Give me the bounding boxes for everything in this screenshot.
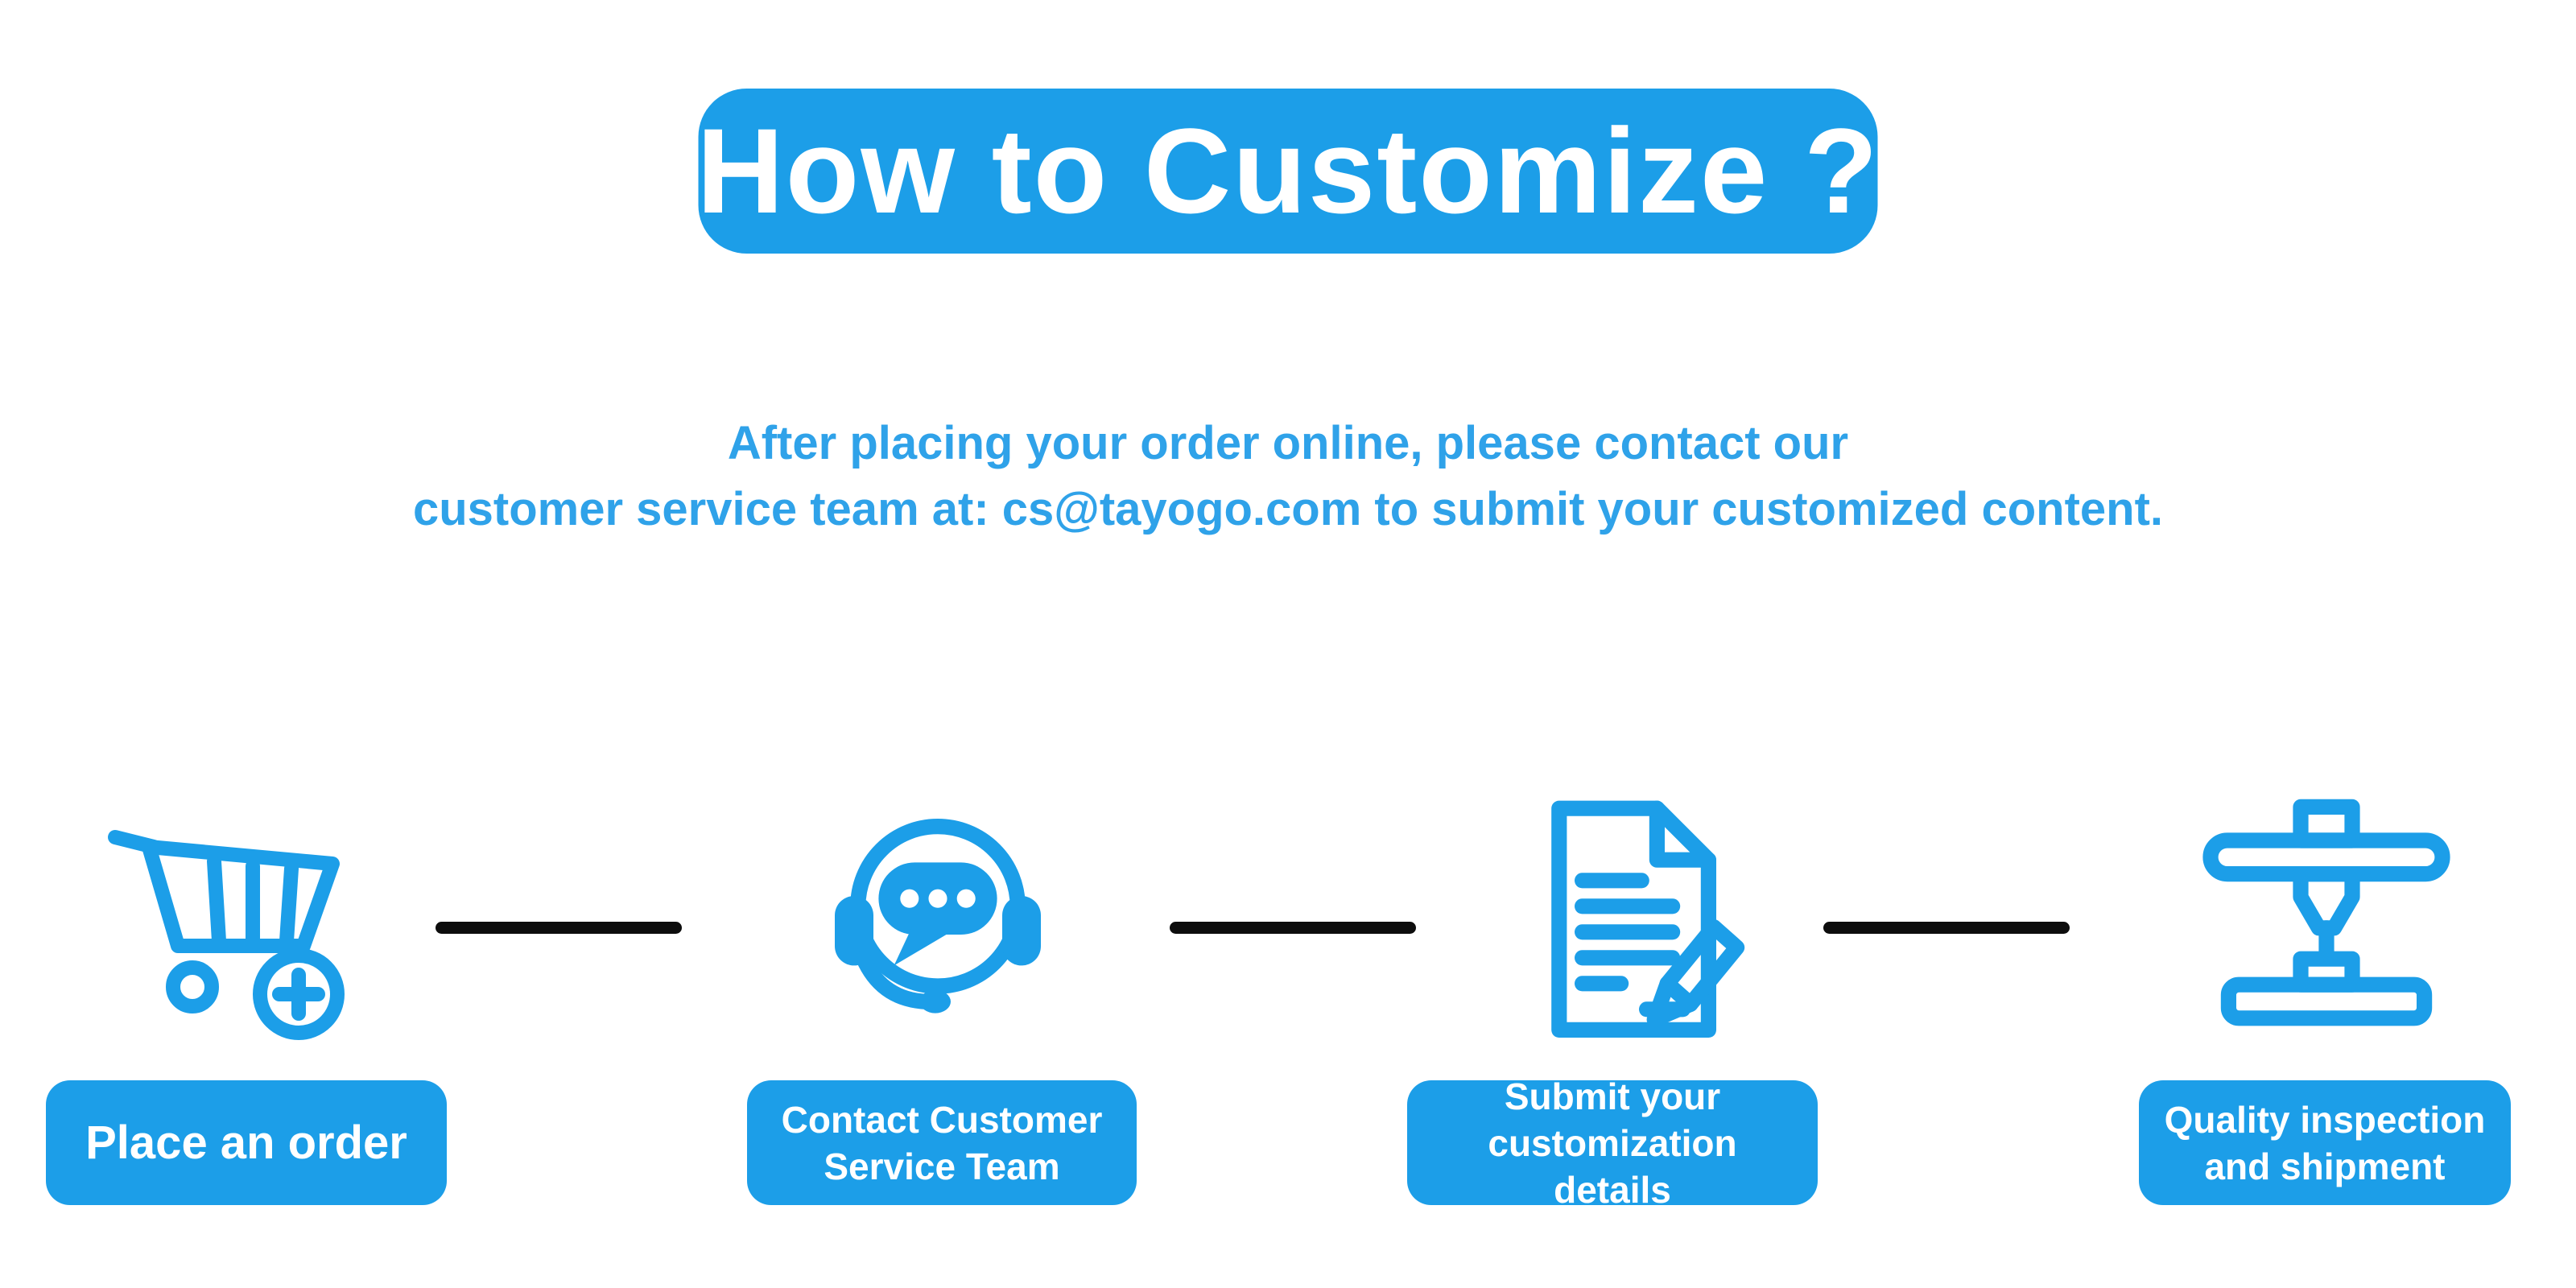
- step-label-submit-customization: Submit your customization details: [1407, 1075, 1818, 1211]
- intro-line-1: After placing your order online, please …: [727, 417, 1849, 469]
- document-edit-icon: [1493, 793, 1759, 1051]
- intro-text: After placing your order online, please …: [0, 411, 2576, 543]
- customer-service-headset-icon: [805, 793, 1071, 1051]
- connector-line-1: [436, 922, 682, 934]
- engraving-machine-icon: [2194, 789, 2459, 1046]
- step-label-contact-customer-service: Contact Customer Service Team: [747, 1080, 1137, 1205]
- add-to-cart-icon: [101, 793, 366, 1051]
- page-title: How to Customize ?: [696, 103, 1880, 238]
- intro-line-2: customer service team at: cs@tayogo.com …: [412, 483, 2164, 535]
- title-banner: How to Customize ?: [696, 89, 1880, 254]
- connector-line-2: [1170, 922, 1416, 934]
- step-label-quality-inspection: Quality inspection and shipment: [2139, 1080, 2511, 1205]
- step-label-place-order: Place an order: [46, 1080, 447, 1205]
- connector-line-3: [1823, 922, 2070, 934]
